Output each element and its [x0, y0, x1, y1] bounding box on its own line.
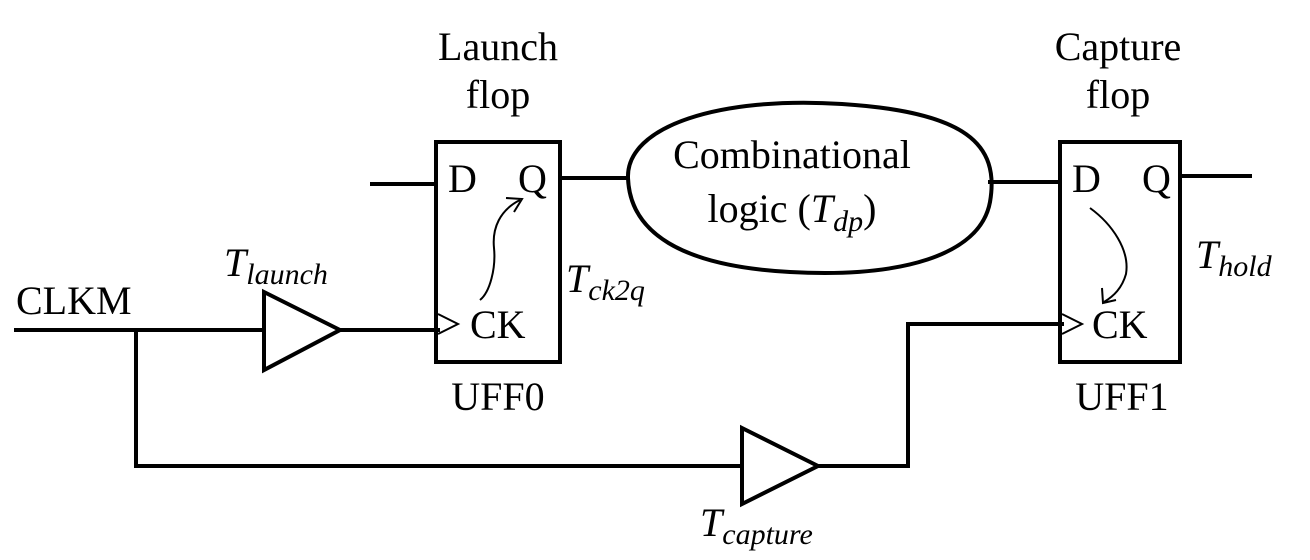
capture-flop-name: UFF1	[1075, 374, 1168, 419]
launch-title-line2: flop	[466, 72, 530, 117]
comb-logic-line2: logic (Tdp)	[708, 186, 877, 238]
launch-flop-title: Launch flop	[438, 24, 558, 117]
hold-arc-path	[1089, 207, 1128, 303]
ck2q-arrowhead	[505, 197, 524, 213]
t-hold-label: Thold	[1196, 232, 1273, 283]
launch-pin-d: D	[448, 156, 477, 201]
launch-flop-box	[434, 140, 562, 364]
launch-flop: D Q CK UFF0	[434, 140, 562, 419]
hold-arc	[1089, 207, 1128, 305]
combinational-logic: Combinational logic (Tdp)	[625, 100, 994, 275]
capture-flop-title: Capture flop	[1055, 24, 1182, 117]
capture-flop: D Q CK UFF1	[1058, 140, 1182, 419]
capture-title-line2: flop	[1086, 72, 1150, 117]
t-launch-label: Tlaunch	[224, 240, 328, 291]
capture-pin-q: Q	[1142, 156, 1171, 201]
capture-flop-box	[1058, 140, 1182, 364]
ck2q-arc	[479, 197, 524, 301]
capture-buffer-to-ck-wire	[816, 322, 1064, 468]
capture-clock-buffer	[740, 424, 823, 508]
capture-title-line1: Capture	[1055, 24, 1182, 69]
capture-pin-ck: CK	[1092, 302, 1148, 347]
comb-logic-line1: Combinational	[673, 132, 911, 177]
combinational-logic-cloud	[625, 100, 994, 275]
capture-pin-d: D	[1072, 156, 1101, 201]
launch-title-line1: Launch	[438, 24, 558, 69]
launch-clock-buffer	[262, 288, 345, 374]
launch-pin-q: Q	[518, 156, 547, 201]
capture-clock-marker	[1061, 313, 1085, 335]
launch-flop-name: UFF0	[451, 374, 544, 419]
ck2q-arc-path	[479, 199, 521, 301]
launch-clock-marker	[437, 313, 461, 335]
hold-arrowhead	[1101, 287, 1117, 305]
t-capture-label: Tcapture	[700, 500, 813, 551]
launch-pin-ck: CK	[470, 302, 526, 347]
clock-branch-wire	[134, 328, 744, 468]
t-ck2q-label: Tck2q	[566, 256, 645, 307]
clock-input-label: CLKM	[16, 278, 132, 323]
